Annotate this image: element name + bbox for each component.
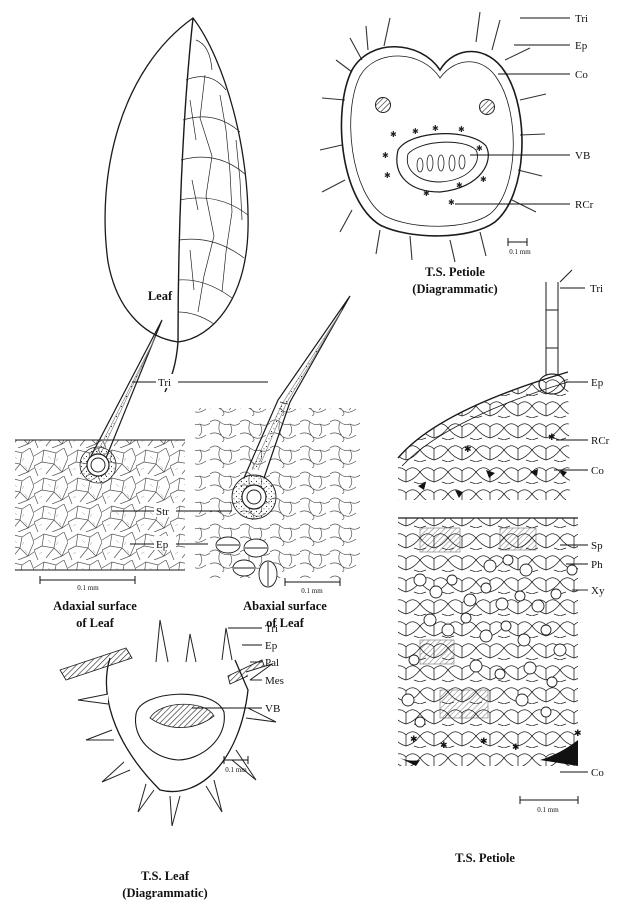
svg-text:✱: ✱ [512, 743, 520, 753]
petiole-lower-label-ph: Ph [591, 559, 603, 571]
petiole-detail-upper-drawing: ✱✱ [398, 270, 572, 500]
petiole-lower-scale: 0.1 mm [537, 806, 559, 814]
svg-text:✱: ✱ [384, 171, 391, 180]
svg-text:✱: ✱ [480, 737, 488, 747]
leaf-ts-label-tri: Tri [265, 623, 278, 635]
svg-text:✱: ✱ [410, 735, 418, 745]
leaf-ts-scale: 0.1 mm [225, 766, 247, 774]
svg-text:✱: ✱ [423, 189, 430, 198]
surface-label-tri: Tri [158, 377, 171, 389]
petiole-ts-scalebar [508, 238, 527, 246]
svg-text:✱: ✱ [440, 741, 448, 751]
abaxial-caption-1: Abaxial surface [243, 599, 327, 613]
svg-text:✱: ✱ [574, 729, 582, 739]
leaf-drawing [105, 18, 248, 392]
surface-label-str: Str [156, 506, 169, 518]
abaxial-surface-drawing [195, 296, 360, 587]
petiole-ts-caption-2: (Diagrammatic) [412, 282, 497, 296]
petiole-upper-label-tri: Tri [590, 283, 603, 295]
petiole-ts-label-co: Co [575, 69, 588, 81]
leaf-ts-caption-1: T.S. Leaf [141, 869, 190, 883]
svg-text:✱: ✱ [412, 127, 419, 136]
leaf-ts-label-mes: Mes [265, 675, 284, 687]
adaxial-caption-1: Adaxial surface [53, 599, 137, 613]
petiole-upper-label-co: Co [591, 465, 604, 477]
petiole-ts-label-ep: Ep [575, 40, 588, 52]
svg-text:✱: ✱ [456, 181, 463, 190]
petiole-detail-lower-drawing: ✱ ✱ ✱ ✱ ✱ [398, 518, 582, 804]
svg-text:✱: ✱ [448, 198, 455, 207]
svg-text:✱: ✱ [548, 433, 556, 443]
leaf-ts-drawing [60, 620, 276, 826]
petiole-ts-label-tri: Tri [575, 13, 588, 25]
surface-label-ep: Ep [156, 539, 169, 551]
svg-text:✱: ✱ [382, 151, 389, 160]
svg-text:✱: ✱ [464, 445, 472, 455]
petiole-ts-scale: 0.1 mm [509, 248, 531, 256]
leaf-ts-label-ep: Ep [265, 640, 278, 652]
petiole-ts-diagram: ✱✱✱ ✱✱✱ ✱✱✱ ✱✱ [320, 12, 546, 262]
petiole-ts-label-rcr: RCr [575, 199, 594, 211]
petiole-ts-label-vb: VB [575, 150, 590, 162]
petiole-lower-label-co: Co [591, 767, 604, 779]
petiole-ts-leaders [455, 18, 570, 204]
svg-text:✱: ✱ [432, 124, 439, 133]
svg-text:✱: ✱ [476, 144, 483, 153]
petiole-lower-label-sp: Sp [591, 540, 603, 552]
petiole-lower-label-xy: Xy [591, 585, 605, 597]
leaf-ts-label-vb: VB [265, 703, 280, 715]
adaxial-caption-2: of Leaf [76, 616, 115, 630]
svg-text:✱: ✱ [480, 175, 487, 184]
leaf-caption: Leaf [148, 289, 173, 303]
svg-text:✱: ✱ [390, 130, 397, 139]
leaf-ts-label-pal: Pal [265, 657, 279, 669]
petiole-lower-caption: T.S. Petiole [455, 851, 515, 865]
petiole-ts-caption-1: T.S. Petiole [425, 265, 485, 279]
svg-text:✱: ✱ [458, 125, 465, 134]
petiole-upper-label-ep: Ep [591, 377, 604, 389]
adaxial-scale: 0.1 mm [77, 584, 99, 592]
abaxial-scale: 0.1 mm [301, 587, 323, 595]
leaf-ts-caption-2: (Diagrammatic) [122, 886, 207, 900]
petiole-upper-label-rcr: RCr [591, 435, 610, 447]
